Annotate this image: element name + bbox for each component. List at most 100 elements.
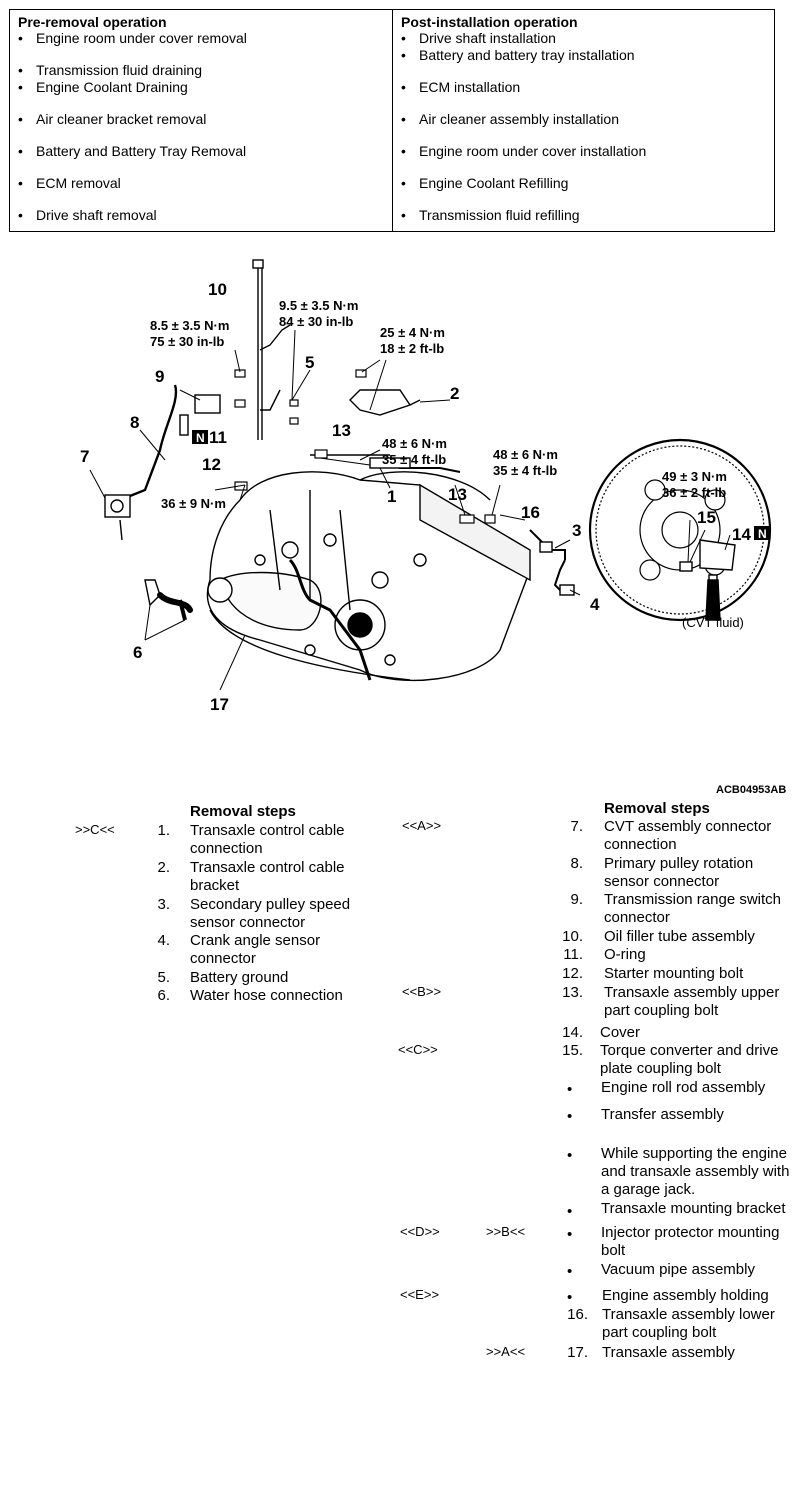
post-installation-item: •Air cleaner assembly installation [401,111,619,127]
harness-connectors [104,384,221,541]
step-number: 15. [562,1042,583,1059]
pre-removal-column: Pre-removal operation •Engine room under… [10,10,393,231]
step-bullet: • [567,1108,573,1125]
step-number: 17. [567,1344,588,1361]
step-number: 16. [567,1306,588,1323]
post-installation-item: •Drive shaft installation [401,30,556,46]
callout-4: 4 [590,595,600,614]
step-text: Battery ground [190,969,289,986]
step-text: Crank angle sensor connector [190,932,321,967]
torque-t2-metric: 9.5 ± 3.5 N·m [279,298,358,313]
callout-2: 2 [450,384,459,403]
callouts: 10 9 8 7 N 11 12 5 13 2 1 13 16 3 4 6 17… [80,280,770,714]
small-bolts [234,369,496,524]
torque-t1-metric: 8.5 ± 3.5 N·m [150,318,229,333]
callout-12: 12 [202,455,221,474]
post-installation-item: •Engine Coolant Refilling [401,175,569,191]
steps-left-title: Removal steps [190,803,296,820]
step-bullet: • [567,1203,573,1220]
callout-10: 10 [208,280,227,299]
step-bullet: • [567,1147,573,1164]
step-number: 2. [157,859,170,876]
step-text: CVT assembly connector connection [604,818,772,853]
pre-removal-item: •Battery and Battery Tray Removal [18,143,247,159]
step-text: Secondary pulley speed sensor connector [190,896,351,931]
callout-6: 6 [133,643,142,662]
post-installation-column: Post-installation operation •Drive shaft… [393,10,776,231]
steps-right-title: Removal steps [604,800,710,817]
step-text: Vacuum pipe assembly [601,1261,755,1278]
service-mark-b-install: >>B<< [486,1224,526,1239]
torque-specs: 8.5 ± 3.5 N·m 75 ± 30 in-lb 9.5 ± 3.5 N·… [150,298,744,630]
pre-removal-item: •Air cleaner bracket removal [18,111,207,127]
step-number: 6. [157,987,170,1004]
torque-t5-metric: 48 ± 6 N·m [493,447,558,462]
service-mark-c-remove: <<C>> [398,1042,438,1057]
cvt-fluid-label: (CVT fluid) [682,615,744,630]
step-text: Starter mounting bolt [604,965,744,982]
torque-t4-metric: 48 ± 6 N·m [382,436,447,451]
service-mark-a-remove: <<A>> [402,818,442,833]
transaxle-body [206,471,531,682]
step-text: Transaxle control cable bracket [190,859,345,894]
control-cable [310,389,461,473]
post-installation-title: Post-installation operation [401,14,578,30]
oil-filler-tube [252,259,291,440]
post-installation-item: •ECM installation [401,79,521,95]
torque-t4-imperial: 35 ± 4 ft-lb [382,452,446,467]
step-number: 4. [157,932,170,949]
pre-removal-item: •Engine Coolant Draining [18,79,188,95]
callout-8: 8 [130,413,139,432]
callout-14: 14 [732,525,751,544]
callout-5: 5 [305,353,314,372]
callout-13-upper: 13 [332,421,351,440]
step-text: Cover [600,1024,641,1041]
torque-t3-imperial: 18 ± 2 ft-lb [380,341,444,356]
step-number: 5. [157,969,170,986]
step-number: 10. [562,928,583,945]
step-number: 8. [570,855,583,872]
callout-17: 17 [210,695,229,714]
step-number: 9. [570,891,583,908]
step-text: O-ring [604,946,646,963]
torque-t2-imperial: 84 ± 30 in-lb [279,314,353,329]
post-installation-item: •Engine room under cover installation [401,143,647,159]
step-bullet: • [567,1289,573,1306]
n-badge-11-label: N [196,431,205,445]
step-text: Transaxle mounting bracket [601,1200,786,1217]
torque-t3-metric: 25 ± 4 N·m [380,325,445,340]
step-number: 14. [562,1024,583,1041]
n-badge-14-label: N [758,527,767,541]
step-text: While supporting the engine and transaxl… [601,1145,790,1198]
pre-removal-item: •Engine room under cover removal [18,30,247,46]
step-bullet: • [567,1226,573,1243]
transaxle-exploded-diagram: 10 9 8 7 N 11 12 5 13 2 1 13 16 3 4 6 17… [60,250,790,780]
pre-removal-item: •Drive shaft removal [18,207,157,223]
step-text: Primary pulley rotation sensor connector [604,855,754,890]
pre-removal-title: Pre-removal operation [18,14,167,30]
step-bullet: • [567,1263,573,1280]
step-text: Engine assembly holding [602,1287,769,1304]
service-mark-e-remove: <<E>> [400,1287,440,1302]
service-mark-a-install: >>A<< [486,1344,526,1359]
step-text: Transfer assembly [601,1106,724,1123]
sensor-brackets [529,529,575,596]
callout-1: 1 [387,487,396,506]
torque-t5-imperial: 35 ± 4 ft-lb [493,463,557,478]
post-installation-item: •Transmission fluid refilling [401,207,580,223]
torque-t1-imperial: 75 ± 30 in-lb [150,334,224,349]
callout-11: 11 [209,428,227,447]
step-text: Transaxle assembly lower part coupling b… [602,1306,775,1341]
leader-lines [89,300,731,691]
step-text: Transaxle assembly [602,1344,735,1361]
callout-3: 3 [572,521,581,540]
service-mark-b-remove: <<B>> [402,984,442,999]
service-mark-d-remove: <<D>> [400,1224,440,1239]
step-number: 13. [562,984,583,1001]
n-badge-14 [754,526,770,540]
step-text: Transmission range switch connector [604,891,782,926]
callout-7: 7 [80,447,89,466]
step-number: 12. [562,965,583,982]
torque-t6: 36 ± 9 N·m [161,496,226,511]
step-text: Transaxle assembly upper part coupling b… [604,984,780,1019]
